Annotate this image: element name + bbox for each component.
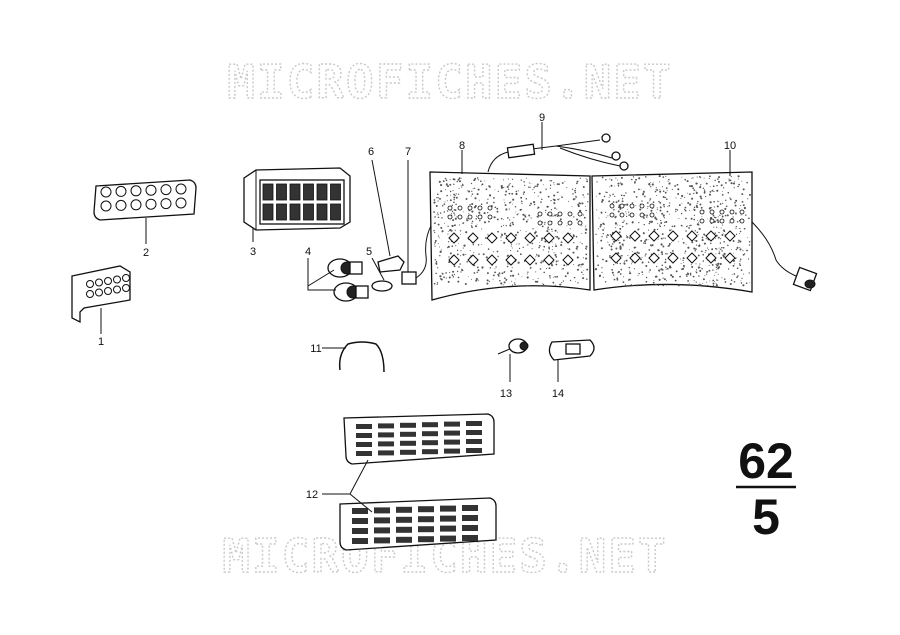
wiring-harness-icon: [487, 133, 629, 173]
bracket-icon: [71, 265, 131, 324]
part-label-6: 6: [368, 146, 374, 158]
part-label-7: 7: [405, 146, 411, 158]
circuit-board-icon-right: [591, 171, 818, 293]
section-group: 62: [738, 433, 794, 489]
part-label-2: 2: [143, 247, 149, 259]
spring-clip-icon: [338, 341, 385, 373]
lamp-icon: [497, 338, 529, 355]
connector-icon: [401, 223, 433, 285]
part-label-12: 12: [306, 489, 318, 501]
watermark-top: MICROFICHES.NET: [227, 55, 672, 109]
cluster-housing-icon: [243, 167, 351, 231]
part-label-3: 3: [250, 246, 256, 258]
part-label-4: 4: [305, 246, 311, 258]
part-label-14: 14: [552, 388, 564, 400]
section-sub: 5: [752, 489, 780, 545]
part-label-8: 8: [459, 140, 465, 152]
lens-plate-icon: [93, 179, 197, 221]
part-label-11: 11: [310, 343, 321, 355]
symbol-plate-icon: [339, 413, 497, 551]
part-label-5: 5: [366, 246, 372, 258]
part-label-13: 13: [500, 388, 512, 400]
part-label-9: 9: [539, 112, 545, 124]
bulb-socket-icon: [327, 258, 369, 302]
lamp-holder-icon: [548, 339, 595, 361]
circuit-board-icon: [429, 171, 591, 301]
part-label-10: 10: [724, 140, 736, 152]
bulb-holder-icon: [377, 255, 405, 273]
bulb-icon: [371, 280, 393, 292]
part-label-1: 1: [98, 336, 104, 348]
